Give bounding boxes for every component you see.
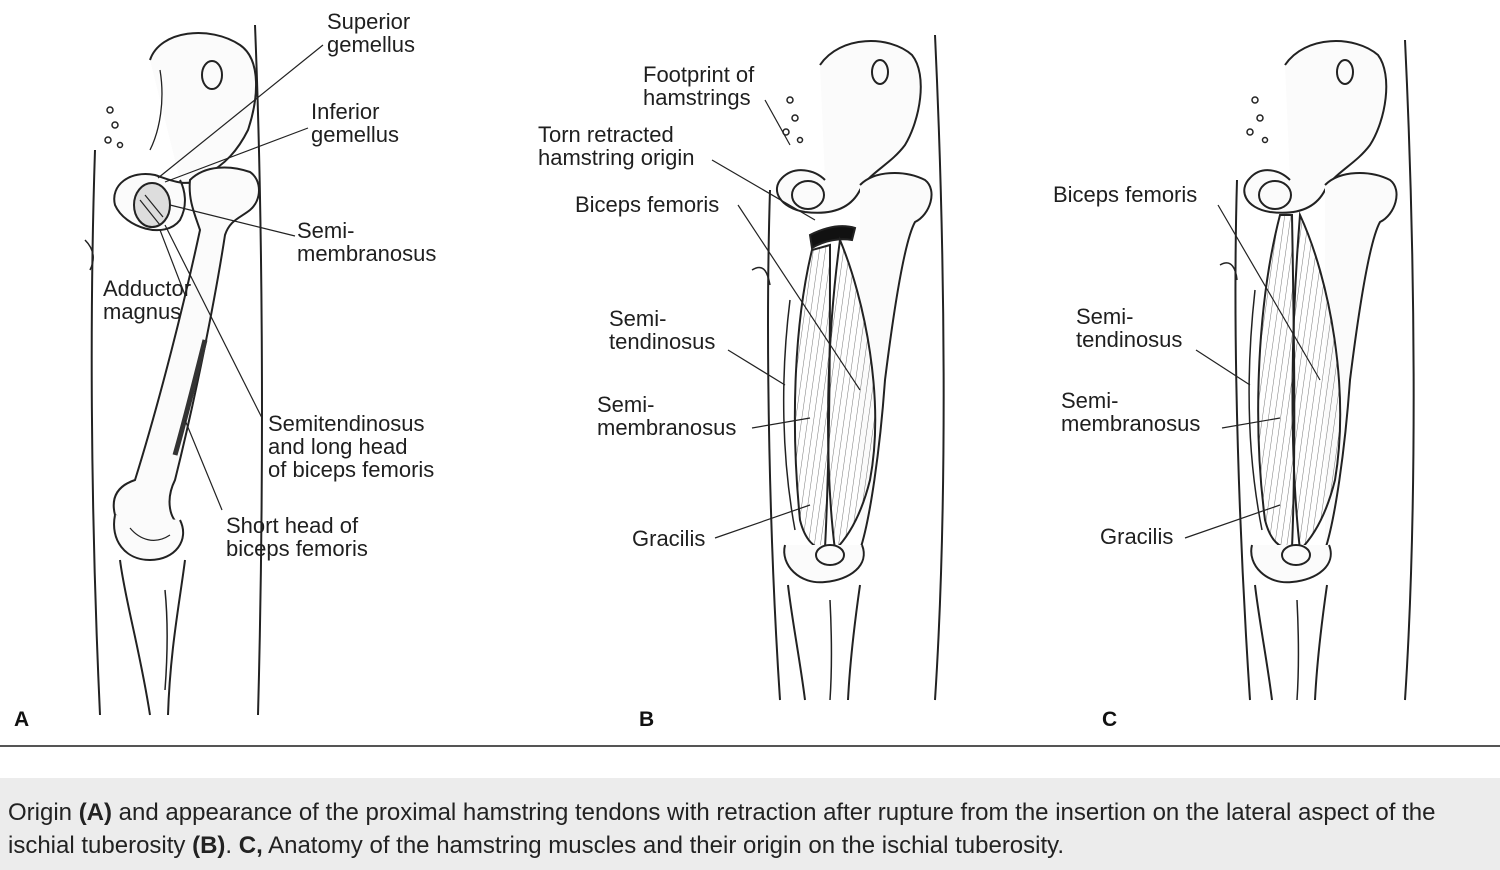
label-semimembranosus: Semi- membranosus (597, 392, 737, 440)
label-inferior-gemellus: Inferior gemellus (311, 99, 400, 147)
panel-letter-b: B (639, 708, 655, 731)
anatomy-illustration (84, 24, 1415, 716)
panel-b-drawing (711, 34, 945, 701)
label-semitendinosus-biceps: Semitendinosus and long head of biceps f… (268, 411, 435, 482)
semitendinosus-muscle (1257, 214, 1296, 550)
label-biceps-femoris: Biceps femoris (1053, 182, 1198, 207)
caption-ref-b: (B) (192, 832, 226, 859)
panel-letter-c: C (1102, 708, 1118, 731)
caption-ref-a: (A) (78, 799, 113, 826)
label-semitendinosus: Semi- tendinosus (609, 306, 716, 354)
label-gracilis: Gracilis (1100, 524, 1174, 549)
semitendinosus-muscle (793, 243, 832, 550)
label-short-head-biceps: Short head of biceps femoris (226, 513, 368, 561)
femur-bone (1324, 172, 1398, 551)
label-semimembranosus: Semi- membranosus (297, 218, 437, 266)
label-superior-gemellus: Superior gemellus (327, 9, 416, 57)
label-semitendinosus: Semi- tendinosus (1076, 304, 1183, 352)
label-footprint-hamstrings: Footprint of hamstrings (643, 62, 755, 110)
label-torn-retracted-origin: Torn retracted hamstring origin (538, 122, 695, 170)
label-biceps-femoris: Biceps femoris (575, 192, 720, 217)
panel-a-drawing (84, 24, 324, 716)
caption-ref-c: C, (238, 832, 263, 859)
panel-letter-a: A (14, 708, 30, 731)
caption-text: Anatomy of the hamstring muscles and the… (262, 832, 1065, 859)
label-gracilis: Gracilis (632, 526, 706, 551)
label-semimembranosus: Semi- membranosus (1061, 388, 1201, 436)
caption-text: . (225, 832, 239, 859)
figure-caption: Origin (A) and appearance of the proxima… (0, 778, 1500, 870)
panel-c-drawing (1184, 39, 1415, 701)
caption-text: Origin (8, 799, 79, 826)
femur-bone (859, 172, 933, 551)
femur-bone (112, 166, 260, 528)
label-adductor-magnus: Adductor magnus (103, 276, 192, 324)
anatomy-figure: Superior gemellus Inferior gemellus Semi… (0, 9, 1500, 747)
caption-text: and appearance of the proximal hamstring… (8, 799, 1436, 859)
